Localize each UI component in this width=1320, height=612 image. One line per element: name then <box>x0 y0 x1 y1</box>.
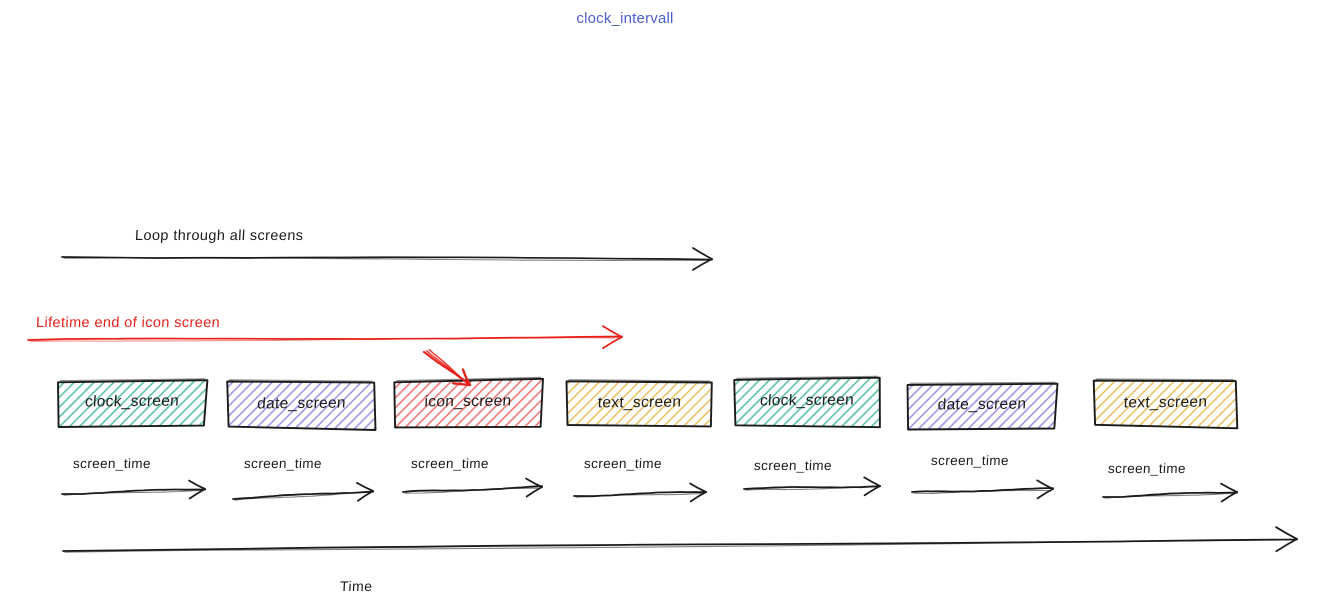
screen-box-outline-echo <box>229 379 373 382</box>
screen-box-fill <box>566 381 712 427</box>
screen-box-outline <box>733 376 881 429</box>
screen-time-arrow-0 <box>61 479 206 500</box>
screen-time-arrow-4 <box>743 476 881 497</box>
screen-box-label: text_screen <box>1123 393 1208 411</box>
screen-time-arrow-5-shaft-echo <box>913 489 1050 494</box>
screen-box-date_screen-5[interactable] <box>906 381 1059 431</box>
annotation-arrow-1-shaft-echo <box>29 337 619 342</box>
screen-time-label: screen_time <box>72 456 152 471</box>
screen-box-outline <box>565 380 713 428</box>
screen-box-clock_screen-0[interactable] <box>57 378 209 428</box>
screen-time-label: screen_time <box>1107 461 1187 476</box>
annotation-arrow-0 <box>61 247 713 271</box>
screen-time-arrow-6-shaft-echo <box>1104 492 1234 499</box>
screen-box-outline-echo <box>396 376 542 382</box>
screen-box-icon_screen-2[interactable] <box>393 376 544 429</box>
screen-box-text_screen-6[interactable] <box>1092 378 1239 430</box>
screen-time-arrow-2-shaft-echo <box>404 487 539 494</box>
page-title: clock_intervall <box>576 10 674 27</box>
screen-box-text_screen-3[interactable] <box>565 379 713 428</box>
screen-time-arrow-1-shaft-echo <box>234 491 370 501</box>
screen-time-arrow-3-shaft-echo <box>575 493 703 498</box>
screen-time-arrow-0-shaft-echo <box>63 489 202 496</box>
time-axis-arrow <box>62 526 1298 553</box>
loop-annotation-label: Loop through all screens <box>134 228 304 244</box>
screen-box-outline <box>393 377 544 429</box>
icon-screen-pointer-stroke-2 <box>428 348 468 385</box>
lifetime-annotation-label: Lifetime end of icon screen <box>35 315 221 331</box>
screen-box-outline-echo <box>1095 378 1234 381</box>
screen-box-label: clock_screen <box>759 391 855 410</box>
annotation-arrow-1 <box>27 325 623 349</box>
time-axis-label: Time <box>339 578 374 594</box>
screen-time-arrow-4-shaft-echo <box>745 486 877 491</box>
screen-time-label: screen_time <box>410 456 490 471</box>
annotation-arrow-0-shaft-echo <box>63 257 709 262</box>
screen-time-arrow-4-head <box>863 476 881 497</box>
screen-box-outline <box>226 380 377 431</box>
screen-time-arrow-6 <box>1102 482 1238 503</box>
screen-box-outline-echo <box>568 379 710 382</box>
screen-box-label: text_screen <box>597 393 682 411</box>
screen-time-label: screen_time <box>930 453 1010 468</box>
time-axis-arrow-shaft-echo <box>64 539 1294 553</box>
screen-time-label: screen_time <box>583 456 663 471</box>
screen-box-date_screen-1[interactable] <box>226 379 377 431</box>
screen-box-fill <box>734 377 880 428</box>
screen-box-clock_screen-4[interactable] <box>733 375 881 429</box>
screen-time-arrow-1-head <box>356 482 374 502</box>
screen-time-arrow-2 <box>402 477 543 498</box>
screen-time-arrow-6-head <box>1220 482 1238 503</box>
screen-time-arrow-6-shaft <box>1102 491 1238 498</box>
screen-box-outline <box>1092 379 1239 430</box>
screen-time-arrow-3 <box>573 482 707 503</box>
icon-screen-pointer <box>422 348 472 387</box>
icon-screen-pointer-head <box>451 368 472 387</box>
screen-box-fill <box>58 380 208 427</box>
screen-box-label: date_screen <box>937 395 1027 414</box>
screen-time-label: screen_time <box>243 456 323 471</box>
screen-time-arrow-2-shaft <box>402 485 543 493</box>
screen-box-outline-echo <box>909 381 1056 384</box>
screen-box-fill <box>907 383 1058 430</box>
screen-time-arrow-3-head <box>689 482 707 503</box>
screen-box-label: clock_screen <box>84 392 180 411</box>
screen-box-fill <box>394 378 543 428</box>
screen-time-label: screen_time <box>753 458 833 473</box>
screen-time-arrow-1 <box>232 482 374 502</box>
screen-time-arrow-5 <box>911 479 1054 500</box>
annotation-arrow-1-head <box>602 325 623 349</box>
annotation-arrow-0-head <box>692 247 713 271</box>
screen-box-outline <box>57 379 209 428</box>
screen-box-fill <box>1093 380 1238 429</box>
time-axis-arrow-head <box>1275 526 1298 553</box>
screen-box-outline-echo <box>59 378 206 382</box>
screen-box-outline <box>906 382 1059 431</box>
screen-time-arrow-0-head <box>188 479 206 500</box>
screen-box-outline-echo <box>736 375 878 379</box>
screen-box-label: icon_screen <box>424 392 513 411</box>
screen-box-fill <box>227 381 376 430</box>
screen-time-arrow-2-head <box>525 477 543 498</box>
screen-time-arrow-5-head <box>1036 479 1054 500</box>
screen-box-label: date_screen <box>256 394 347 413</box>
